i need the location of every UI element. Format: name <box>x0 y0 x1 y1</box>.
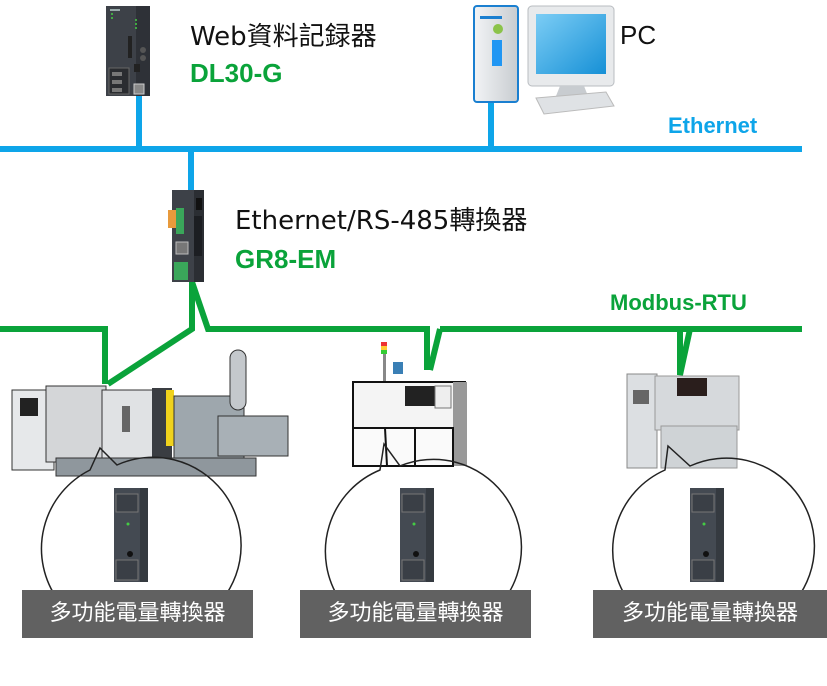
processing-machine-icon <box>345 340 475 470</box>
ethernet-bus <box>0 96 802 192</box>
modbus-drop-converter-a <box>106 282 195 387</box>
converter-model: GR8-EM <box>235 244 337 274</box>
power-transducer-icon <box>400 488 436 589</box>
caption-machine-1: 多功能電量轉換器 <box>22 590 253 638</box>
injection-molding-machine-icon <box>6 340 296 480</box>
power-transducer-icon <box>690 488 726 589</box>
environmental-chamber-icon <box>625 370 745 470</box>
caption-machine-2: 多功能電量轉換器 <box>300 590 531 638</box>
pc-title: PC <box>620 20 657 50</box>
modbus-drop-machine3 <box>677 328 693 376</box>
power-transducer-icon <box>114 488 150 589</box>
magnifier-circle-3 <box>611 444 816 601</box>
gateway-converter-icon <box>166 190 206 284</box>
modbus-drop-machine2 <box>427 328 443 371</box>
logger-model: DL30-G <box>190 58 283 88</box>
caption-machine-3: 多功能電量轉換器 <box>593 590 827 638</box>
ethernet-label: Ethernet <box>668 113 758 138</box>
modbus-label: Modbus-RTU <box>610 290 747 315</box>
desktop-pc-icon <box>470 2 620 120</box>
magnifier-circle-2 <box>324 442 523 601</box>
magnifier-circle-1 <box>40 446 242 601</box>
modbus-left-segment <box>0 326 108 384</box>
logger-title: Web資料記録器 <box>190 22 377 52</box>
converter-title: Ethernet/RS-485轉換器 <box>235 206 528 236</box>
modbus-bus <box>0 281 802 387</box>
data-logger-icon <box>106 6 152 98</box>
modbus-mid-segment <box>189 281 430 370</box>
